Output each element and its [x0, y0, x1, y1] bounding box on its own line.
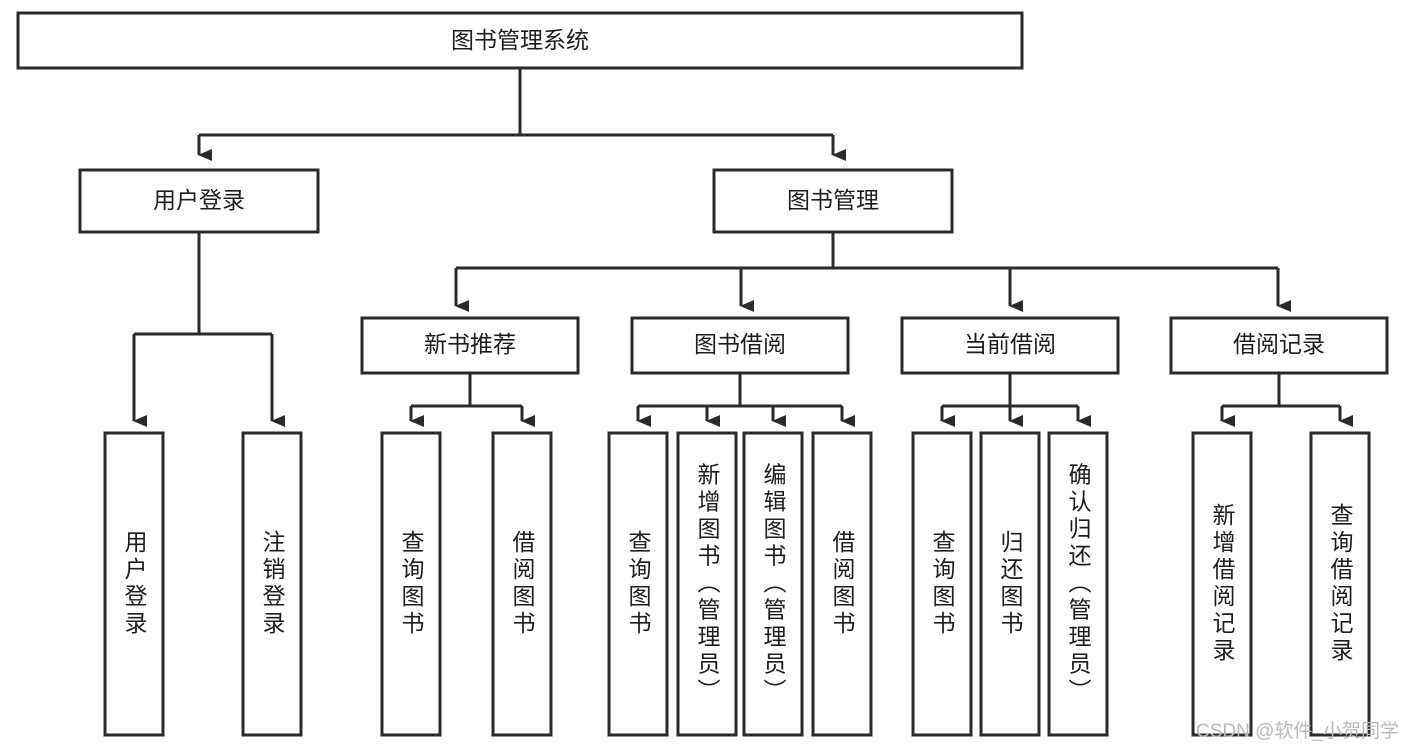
node-root-label: 图书管理系统 [451, 27, 589, 53]
node-current-borrow-label: 当前借阅 [964, 331, 1056, 357]
node-leaf-borrow-book-2[interactable]: 借阅图书 [811, 431, 873, 737]
node-leaf-query-book-1-label: 查询图书 [398, 530, 425, 638]
node-leaf-edit-book-box[interactable] [742, 431, 804, 737]
node-leaf-return-book[interactable]: 归还图书 [979, 431, 1041, 737]
node-leaf-query-book-2[interactable]: 查询图书 [607, 431, 669, 737]
node-leaf-edit-book-label: 编辑图书（管理员） [760, 463, 787, 706]
node-leaf-borrow-book-1[interactable]: 借阅图书 [491, 431, 553, 737]
node-leaf-borrow-book-1-label: 借阅图书 [509, 530, 536, 638]
node-leaf-user-logout-box[interactable] [241, 431, 303, 737]
node-leaf-edit-book[interactable]: 编辑图书（管理员） [742, 431, 804, 737]
node-leaf-borrow-book-2-label: 借阅图书 [829, 530, 856, 638]
node-leaf-user-login-box[interactable] [103, 431, 165, 737]
node-current-borrow-box[interactable] [900, 316, 1120, 375]
node-leaf-return-book-label: 归还图书 [997, 530, 1024, 638]
node-book-management-box[interactable] [712, 168, 954, 234]
node-leaf-return-book-box[interactable] [979, 431, 1041, 737]
node-book-management[interactable]: 图书管理 [712, 168, 954, 234]
node-leaf-query-book-1-box[interactable] [380, 431, 442, 737]
node-book-management-label: 图书管理 [787, 187, 879, 213]
node-leaf-query-book-3-label: 查询图书 [929, 530, 956, 638]
node-leaf-add-book[interactable]: 新增图书（管理员） [676, 431, 738, 737]
node-leaf-user-login-label: 用户登录 [121, 530, 148, 638]
node-user-login-box[interactable] [78, 168, 320, 234]
node-leaf-query-book-1[interactable]: 查询图书 [380, 431, 442, 737]
node-borrow-record-box[interactable] [1169, 316, 1389, 375]
node-leaf-borrow-book-2-box[interactable] [811, 431, 873, 737]
node-leaf-query-book-2-label: 查询图书 [625, 530, 652, 638]
node-root-box[interactable] [16, 11, 1024, 70]
node-leaf-confirm-return-label: 确认归还（管理员） [1065, 463, 1092, 706]
node-borrow-record[interactable]: 借阅记录 [1169, 316, 1389, 375]
node-new-book-recommend-label: 新书推荐 [424, 331, 516, 357]
node-leaf-query-book-3[interactable]: 查询图书 [911, 431, 973, 737]
node-current-borrow[interactable]: 当前借阅 [900, 316, 1120, 375]
node-leaf-add-record-box[interactable] [1191, 431, 1253, 737]
node-leaf-user-logout[interactable]: 注销登录 [241, 431, 303, 737]
edge-layer [132, 68, 1353, 427]
node-leaf-borrow-book-1-box[interactable] [491, 431, 553, 737]
node-leaf-query-record-label: 查询借阅记录 [1327, 503, 1354, 665]
node-borrow-record-label: 借阅记录 [1233, 331, 1325, 357]
node-user-login-label: 用户登录 [153, 187, 245, 213]
node-leaf-add-book-label: 新增图书（管理员） [694, 463, 721, 706]
node-leaf-query-record-box[interactable] [1309, 431, 1371, 737]
node-leaf-query-book-2-box[interactable] [607, 431, 669, 737]
node-leaf-confirm-return[interactable]: 确认归还（管理员） [1047, 431, 1109, 737]
node-leaf-query-record[interactable]: 查询借阅记录 [1309, 431, 1371, 737]
node-leaf-add-record[interactable]: 新增借阅记录 [1191, 431, 1253, 737]
node-book-borrow-box[interactable] [630, 316, 850, 375]
node-new-book-recommend[interactable]: 新书推荐 [360, 316, 580, 375]
node-new-book-recommend-box[interactable] [360, 316, 580, 375]
node-root[interactable]: 图书管理系统 [16, 11, 1024, 70]
node-book-borrow[interactable]: 图书借阅 [630, 316, 850, 375]
node-leaf-add-book-box[interactable] [676, 431, 738, 737]
node-user-login[interactable]: 用户登录 [78, 168, 320, 234]
node-leaf-add-record-label: 新增借阅记录 [1209, 503, 1236, 665]
node-leaf-confirm-return-box[interactable] [1047, 431, 1109, 737]
node-book-borrow-label: 图书借阅 [694, 331, 786, 357]
node-leaf-query-book-3-box[interactable] [911, 431, 973, 737]
node-leaf-user-logout-label: 注销登录 [259, 530, 286, 638]
node-leaf-user-login[interactable]: 用户登录 [103, 431, 165, 737]
